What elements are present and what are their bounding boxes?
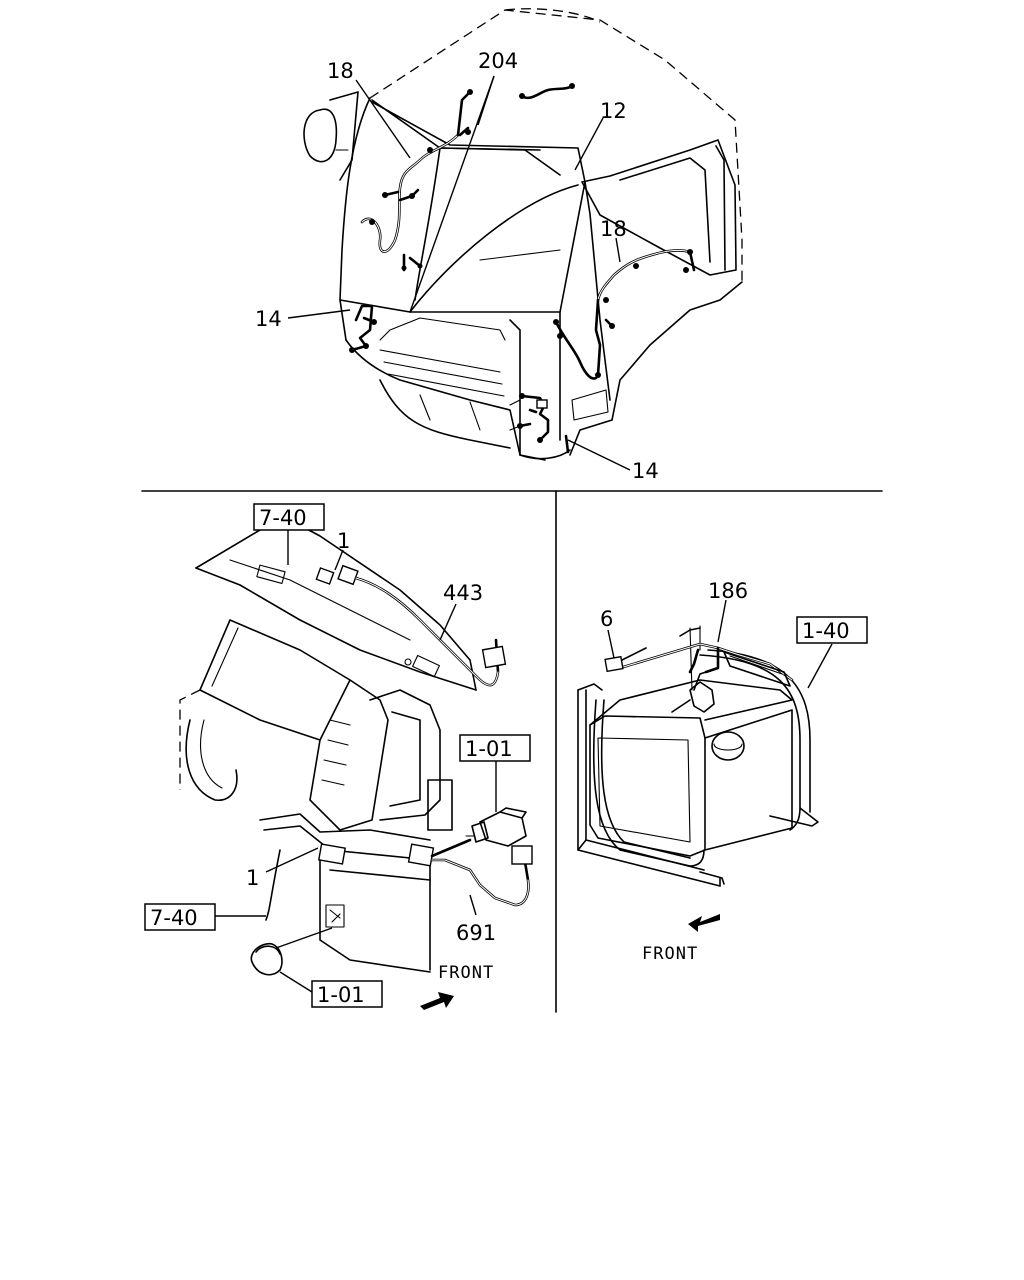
label-204: 204 [478, 49, 518, 73]
ref-box-1-01-switch [459, 734, 531, 762]
label-6: 6 [600, 607, 613, 631]
label-14-right: 14 [632, 459, 659, 483]
fuel-tank-illustration [577, 625, 819, 887]
panel-leaders [214, 528, 497, 993]
label-1-40: 1-40 [802, 619, 850, 643]
label-front-right: FRONT [642, 944, 698, 964]
label-443: 443 [443, 581, 483, 605]
label-14-left: 14 [255, 307, 282, 331]
label-691: 691 [456, 921, 496, 945]
label-1-top: 1 [337, 529, 350, 553]
arrow-left-down-icon [688, 914, 720, 932]
label-18-top: 18 [327, 59, 354, 83]
ref-box-1-40 [796, 616, 868, 644]
ref-box-7-40-side [144, 903, 216, 931]
cab-leaders [287, 75, 631, 471]
label-12: 12 [600, 99, 627, 123]
label-front-left: FRONT [438, 963, 494, 983]
ref-box-7-40-top [253, 503, 325, 531]
tank-leaders [607, 599, 833, 689]
label-1-bottom: 1 [246, 866, 259, 890]
ref-box-1-01-knob [311, 980, 383, 1008]
label-18-side: 18 [600, 217, 627, 241]
label-7-40-side: 7-40 [150, 906, 198, 930]
arrow-right-icon [420, 992, 454, 1010]
cab-wiring [349, 83, 696, 454]
label-186: 186 [708, 579, 748, 603]
instrument-panel-illustration [179, 519, 533, 976]
label-1-01-switch: 1-01 [465, 737, 513, 761]
label-1-01-knob: 1-01 [317, 983, 365, 1007]
cab-illustration [303, 8, 743, 461]
label-7-40-top: 7-40 [259, 506, 307, 530]
